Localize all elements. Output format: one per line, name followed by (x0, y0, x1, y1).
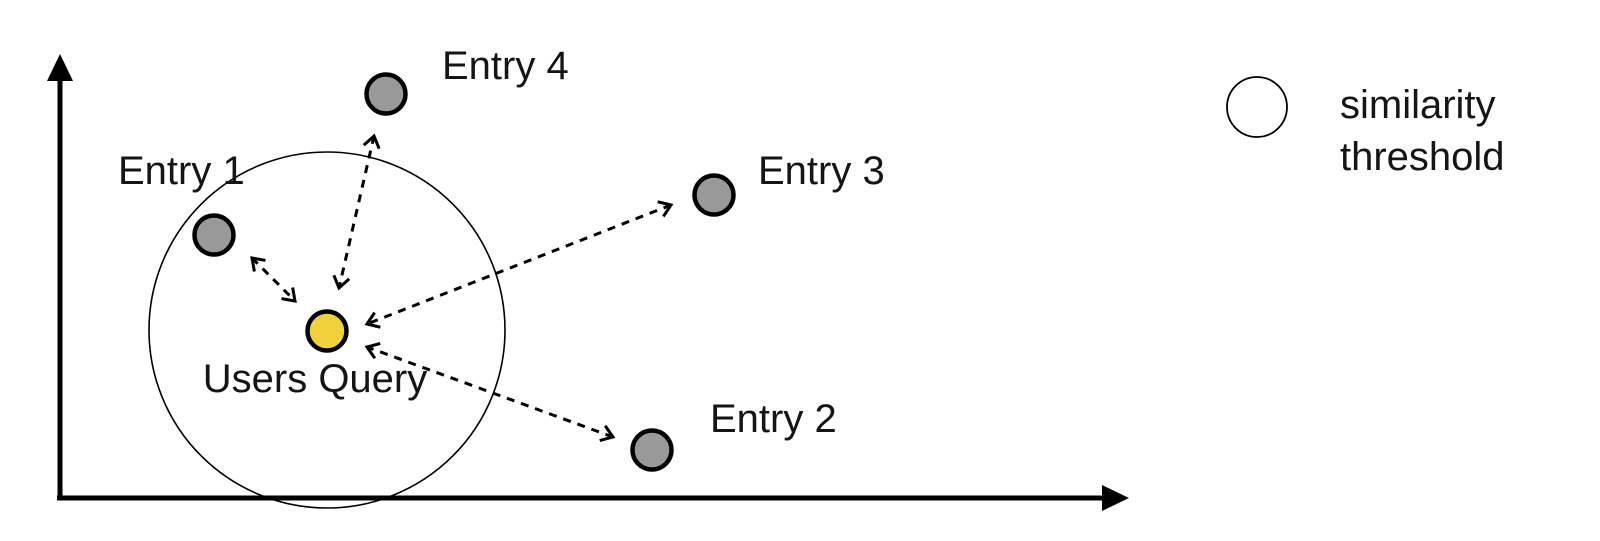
axes (47, 54, 1129, 511)
users-query-node (305, 309, 349, 353)
entry-4-label: Entry 4 (442, 44, 569, 88)
entry-4-node (364, 72, 408, 116)
users-query-label: Users Query (202, 357, 428, 401)
y-axis-arrowhead-icon (47, 54, 73, 81)
arrow-query-entry-3 (364, 200, 674, 329)
legend-label: similarity threshold (1340, 79, 1505, 183)
distance-arrows (250, 133, 674, 442)
arrow-query-entry-1 (250, 256, 297, 303)
legend-threshold-circle-icon (1226, 76, 1288, 138)
x-axis-arrowhead-icon (1102, 485, 1129, 511)
entry-3-label: Entry 3 (758, 149, 885, 193)
legend-label-line1: similarity (1340, 83, 1496, 127)
entry-2-node (630, 428, 674, 472)
entry-2-label: Entry 2 (710, 397, 837, 441)
arrow-query-entry-4 (332, 133, 381, 291)
similarity-threshold-circle (148, 151, 506, 509)
entry-1-node (192, 213, 236, 257)
legend-label-line2: threshold (1340, 135, 1505, 179)
entry-1-label: Entry 1 (118, 149, 245, 193)
entry-3-node (692, 173, 736, 217)
